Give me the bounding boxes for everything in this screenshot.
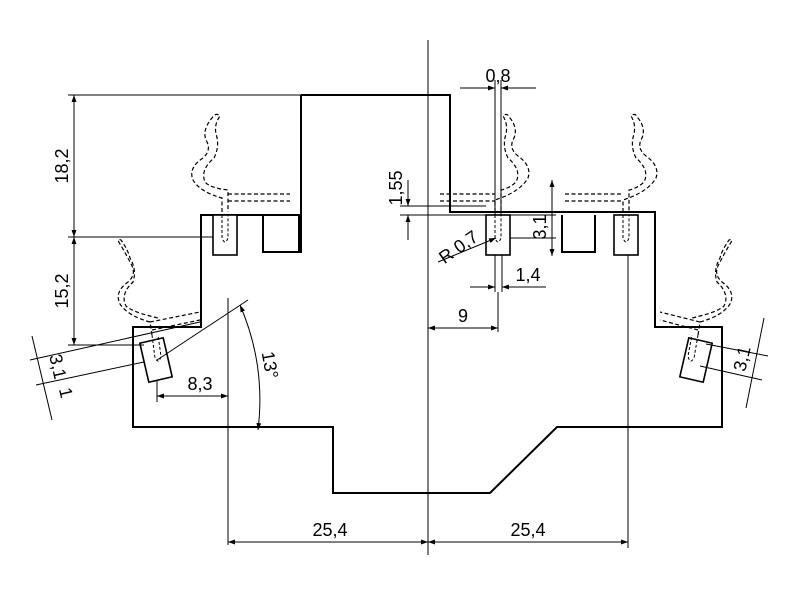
dim-label-25-4-left: 25,4 [312,520,347,540]
dim-3-1-left: 3,1 1 [29,321,201,421]
slot-right-lower [678,336,714,384]
part-outline-top-left [263,95,302,253]
contact-left-upper [191,113,290,212]
dim-label-25-4-right: 25,4 [510,520,545,540]
slot-right-upper [613,214,639,256]
dim-1-4: 1,4 [470,255,546,292]
dim-label-0-8: 0,8 [485,66,510,86]
dim-label-r0-7: R 0,7 [435,227,482,268]
dim-label-9: 9 [458,306,468,326]
contact-center [440,113,530,212]
dim-1-55: 1,55 [386,170,486,240]
contact-right-lower [659,238,733,336]
dim-3-1-right: 3,1 [699,317,769,409]
contact-right-upper [565,113,658,212]
dim-15-2: 15,2 [52,237,144,346]
dim-label-3-1-right: 3,1 [730,344,755,373]
dim-label-13deg: 13° [258,350,282,380]
dim-0-8: 0,8 [460,66,536,215]
dim-label-8-3: 8,3 [187,374,212,394]
dim-label-15-2: 15,2 [52,273,72,308]
slot-left-upper [212,214,238,256]
dim-label-3-1-left: 3,1 [45,352,70,381]
dim-label-3-1-center: 3,1 [530,214,550,239]
dim-label-1-left: 1 [55,386,77,400]
dim-8-3: 8,3 [156,298,229,545]
dim-3-1-center: 3,1 [510,180,556,256]
dim-9: 9 [428,292,499,332]
dim-25-4: 25,4 25,4 [228,255,629,548]
dim-label-1-4: 1,4 [515,265,540,285]
dim-label-18-2: 18,2 [52,148,72,183]
dim-13deg: 13° [156,299,282,431]
contact-left-lower [117,238,201,336]
dim-18-2: 18,2 [52,94,301,238]
part-outline [132,94,723,494]
notch-right-1 [561,215,596,253]
dim-label-1-55: 1,55 [386,170,406,205]
slot-center [485,214,511,256]
